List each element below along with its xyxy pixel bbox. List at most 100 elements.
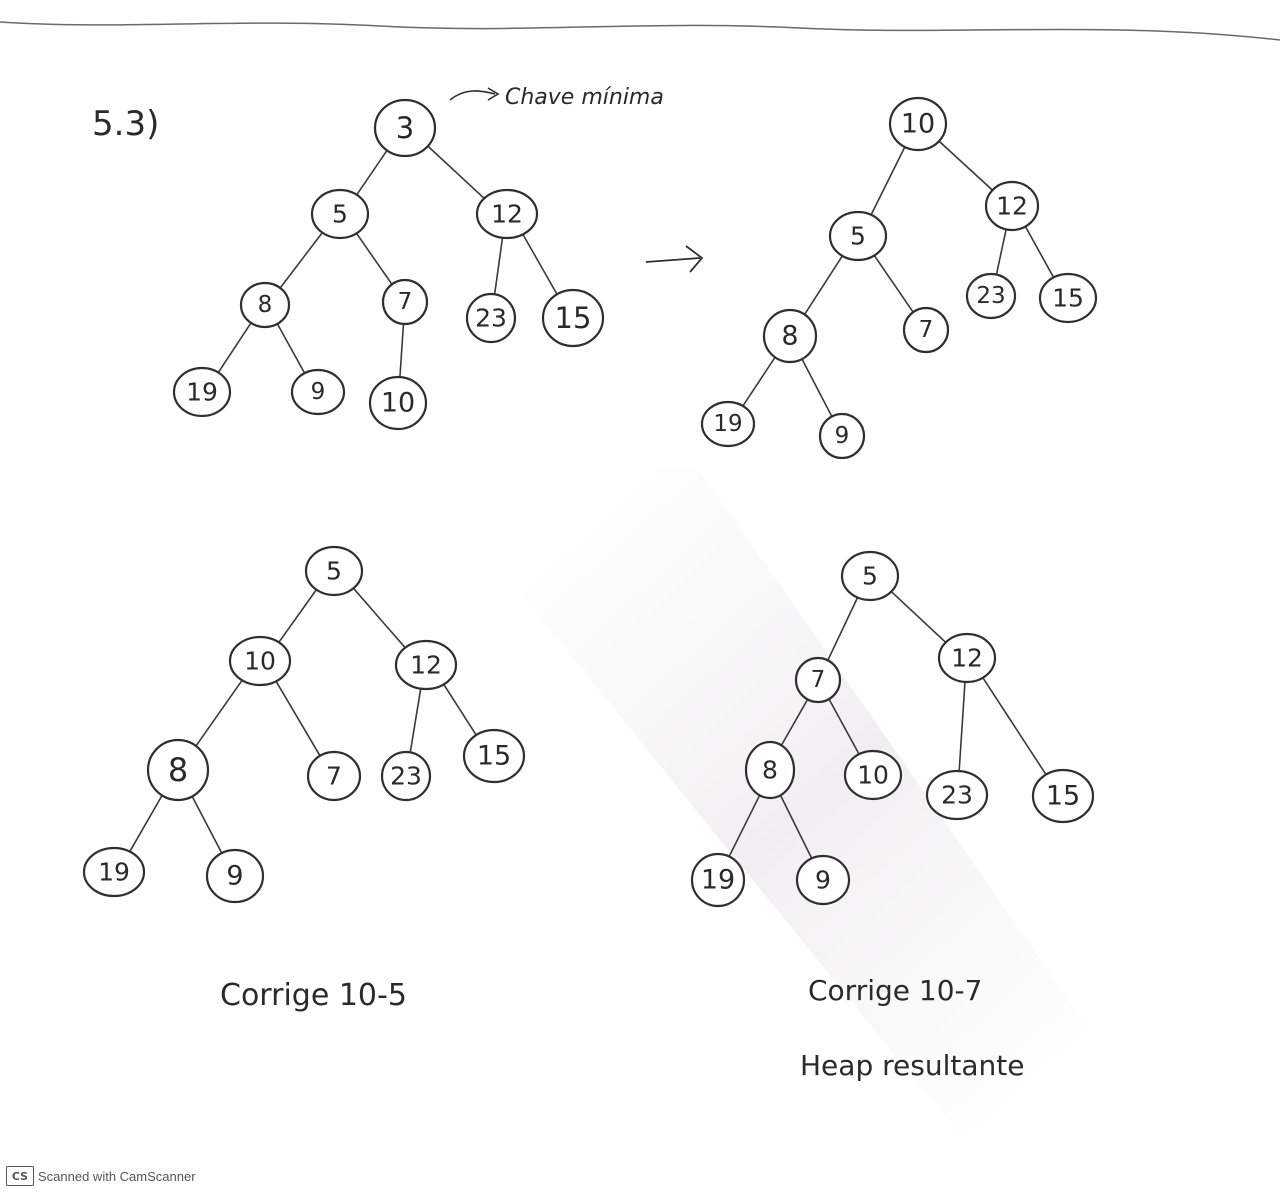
tree-node: 7 <box>794 656 842 704</box>
node-label: 10 <box>381 388 415 419</box>
tree-edge <box>128 793 164 854</box>
tree-edge <box>869 144 907 217</box>
node-label: 15 <box>555 301 592 335</box>
node-circle <box>690 852 746 908</box>
node-label: 9 <box>835 423 850 449</box>
node-circle <box>146 738 210 802</box>
node-circle <box>840 550 900 602</box>
tree-node: 19 <box>82 846 146 898</box>
caption-fix-10-5: Corrige 10-5 <box>220 978 407 1013</box>
tree-node: 10 <box>228 635 292 687</box>
node-circle <box>902 306 950 354</box>
node-label: 5 <box>850 222 866 251</box>
tree-fix-10-5: 5 10 12 8 7 23 15 19 9 <box>82 545 526 904</box>
tree-edge <box>278 230 324 290</box>
node-circle <box>541 288 605 348</box>
tree-edge <box>826 595 859 663</box>
tree-node: 7 <box>306 750 362 802</box>
node-label: 15 <box>1052 284 1084 313</box>
node-circle <box>843 749 903 801</box>
node-circle <box>984 180 1040 232</box>
tree-edge <box>827 697 861 757</box>
tree-node: 12 <box>394 639 458 691</box>
node-circle <box>1038 272 1098 324</box>
node-circle <box>310 188 370 240</box>
node-circle <box>762 308 818 364</box>
node-label: 23 <box>390 762 422 791</box>
tree-node: 19 <box>690 852 746 908</box>
node-label: 8 <box>762 756 778 785</box>
node-circle <box>205 848 265 904</box>
node-circle <box>1031 768 1095 824</box>
node-circle <box>304 545 364 597</box>
node-label: 9 <box>226 861 243 892</box>
tree-node: 5 <box>828 210 888 262</box>
tree-edge <box>1024 224 1055 280</box>
camscanner-logo: CS <box>6 1166 34 1186</box>
tree-edge <box>190 794 224 856</box>
problem-label: 5.3) <box>92 104 159 144</box>
node-label: 10 <box>857 761 889 790</box>
node-circle <box>794 656 842 704</box>
node-circle <box>937 632 997 684</box>
tree-node: 10 <box>888 96 948 152</box>
tree-node: 9 <box>818 412 866 460</box>
node-circle <box>172 366 232 418</box>
node-circle <box>368 375 428 431</box>
scanner-text: Scanned with CamScanner <box>38 1168 196 1184</box>
node-label: 12 <box>951 644 983 673</box>
node-circle <box>381 278 429 326</box>
tree-node: 19 <box>172 366 232 418</box>
tree-node: 15 <box>541 288 605 348</box>
tree-edge <box>727 793 762 859</box>
transition-arrow <box>645 245 704 273</box>
node-label: 7 <box>326 762 342 791</box>
tree-edge <box>779 793 814 861</box>
tree-edge <box>442 682 478 738</box>
tree-node: 10 <box>368 375 428 431</box>
annotation-text: Chave mínima <box>505 85 664 110</box>
tree-node: 5 <box>304 545 364 597</box>
tree-node: 8 <box>239 281 291 329</box>
tree-node: 19 <box>700 400 756 448</box>
caption-fix-10-7: Corrige 10-7 <box>808 974 982 1007</box>
node-label: 5 <box>326 557 342 586</box>
node-circle <box>700 400 756 448</box>
tree-node: 9 <box>290 368 346 416</box>
tree-node: 12 <box>984 180 1040 232</box>
tree-edge <box>194 678 244 749</box>
paper-top-edge <box>0 21 1280 41</box>
node-label: 12 <box>996 192 1028 221</box>
node-label: 19 <box>701 865 735 896</box>
tree-node: 8 <box>146 738 210 802</box>
tree-edge <box>981 675 1048 777</box>
tree-node: 9 <box>205 848 265 904</box>
tree-node: 15 <box>1031 768 1095 824</box>
scanner-watermark: CS Scanned with CamScanner <box>6 1165 196 1187</box>
node-label: 19 <box>186 378 218 407</box>
node-circle <box>394 639 458 691</box>
tree-node: 15 <box>1038 272 1098 324</box>
node-label: 23 <box>976 283 1005 309</box>
tree-edge <box>937 139 995 192</box>
node-circle <box>818 412 866 460</box>
node-circle <box>925 769 989 821</box>
node-label: 7 <box>398 289 413 315</box>
node-circle <box>828 210 888 262</box>
tree-edge <box>741 355 777 408</box>
tree-node: 23 <box>925 769 989 821</box>
node-circle <box>462 728 526 784</box>
tree-edge <box>355 231 394 286</box>
tree-edge <box>216 321 253 375</box>
node-label: 15 <box>1046 781 1080 812</box>
node-label: 10 <box>244 647 276 676</box>
node-circle <box>380 750 432 802</box>
tree-node: 23 <box>465 292 517 344</box>
node-label: 19 <box>98 858 130 887</box>
tree-node: 15 <box>462 728 526 784</box>
